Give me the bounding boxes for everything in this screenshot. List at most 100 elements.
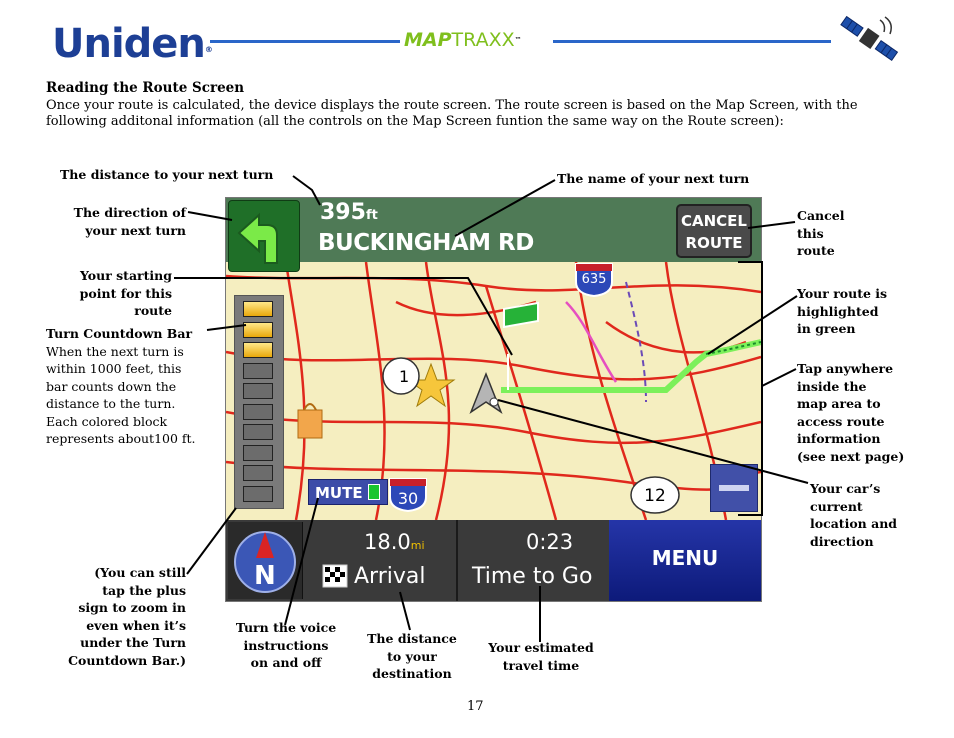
- label-tap-anywhere: Tap anywhere inside the map area to acce…: [797, 360, 904, 465]
- label-highlight-line1: Your route is: [797, 286, 888, 301]
- label-direction-line1: The direction of: [73, 205, 186, 220]
- distance-destination-panel[interactable]: 18.0mi Arrival: [306, 520, 458, 601]
- label-voice-line2: instructions: [243, 637, 329, 653]
- label-zoom-line6: Countdown Bar.): [68, 652, 186, 668]
- label-tap-line6: (see next page): [797, 448, 905, 464]
- label-dest-line2: to your: [387, 648, 437, 664]
- label-direction-next-turn: The direction of your next turn: [40, 204, 186, 239]
- route-12-marker: [630, 476, 680, 514]
- label-countdown-desc5: Each colored block: [46, 413, 168, 429]
- label-tap-line5: information: [797, 431, 881, 446]
- compass-button[interactable]: N: [228, 522, 303, 599]
- turn-left-arrow-icon: [237, 212, 278, 264]
- time-value: 0:23: [526, 530, 574, 554]
- checkered-flag-icon: [322, 564, 348, 588]
- section-intro: Once your route is calculated, the devic…: [46, 98, 858, 129]
- label-voice-line3: on and off: [250, 655, 322, 670]
- route-12-label: 12: [644, 486, 666, 506]
- label-countdown-desc2: within 1000 feet, this: [46, 361, 182, 376]
- section-heading: Reading the Route Screen: [46, 80, 245, 96]
- uniden-logo: Uniden®: [52, 21, 213, 67]
- label-zoom-line5: under the Turn: [80, 635, 186, 650]
- countdown-block-off: [243, 485, 273, 502]
- label-car-line4: direction: [810, 533, 874, 549]
- header-rule-left: [210, 40, 400, 43]
- mute-indicator-icon: [367, 483, 380, 500]
- car-arrow-icon: [469, 371, 503, 414]
- label-direction-line2: your next turn: [85, 222, 186, 238]
- time-to-go-panel[interactable]: 0:23 Time to Go: [458, 520, 608, 601]
- label-cancel-line3: route: [797, 243, 835, 258]
- distance-value: 395: [320, 200, 366, 225]
- countdown-block-off: [243, 444, 273, 461]
- label-tap-line1: Tap anywhere: [797, 361, 894, 376]
- label-countdown-desc1: When the next turn is: [46, 343, 184, 359]
- distance-unit: ft: [365, 208, 378, 223]
- maptraxx-trademark: ™: [514, 36, 522, 44]
- label-dest-line3: destination: [372, 666, 452, 681]
- interstate-635-label: 635: [581, 272, 607, 287]
- label-distance-next-turn: The distance to your next turn: [60, 167, 274, 182]
- shopping-bag-icon: [297, 403, 323, 439]
- label-highlight-line3: in green: [797, 321, 856, 336]
- label-car-location: Your car’s current location and directio…: [810, 480, 897, 550]
- turn-info-bar: [226, 198, 761, 262]
- satellite-icon: [840, 15, 899, 61]
- dest-caption: Arrival: [354, 564, 426, 589]
- label-zoom-line3: sign to zoom in: [78, 600, 186, 615]
- svg-text:N: N: [254, 561, 276, 591]
- mute-button[interactable]: MUTE: [308, 479, 388, 505]
- countdown-block-off: [243, 362, 273, 379]
- countdown-block-lit: [243, 321, 273, 338]
- label-cancel-line1: Cancel: [797, 208, 845, 223]
- turn-countdown-bar: [234, 295, 284, 509]
- interstate-635-shield: 635: [574, 262, 614, 298]
- svg-text:1: 1: [399, 367, 409, 386]
- dest-unit: mi: [410, 539, 425, 552]
- label-zoom-line4: even when it’s: [86, 617, 186, 633]
- label-voice-instructions: Turn the voice instructions on and off: [226, 619, 346, 672]
- label-voice-line1: Turn the voice: [235, 620, 337, 635]
- cancel-route-line1: CANCEL: [681, 212, 747, 230]
- label-start-line1: Your starting: [79, 268, 172, 283]
- label-cancel-route: Cancel this route: [797, 207, 844, 260]
- interstate-30-shield: 30: [388, 477, 428, 513]
- countdown-block-lit: [243, 301, 273, 317]
- start-flag-icon: [503, 301, 539, 390]
- route-status-bar: N 18.0mi Arrival 0:23 Time to Go MENU: [226, 520, 761, 601]
- turn-direction-button[interactable]: [228, 200, 300, 272]
- label-name-next-turn: The name of your next turn: [557, 171, 750, 186]
- label-highlight-line2: highlighted: [797, 303, 879, 319]
- brand-name: Uniden: [52, 21, 206, 67]
- countdown-block-lit: [243, 342, 273, 358]
- label-start-line2: point for this: [79, 285, 172, 301]
- label-zoom-line1: (You can still: [94, 565, 186, 580]
- label-countdown: Turn Countdown Bar When the next turn is…: [46, 325, 196, 448]
- label-starting-point: Your starting point for this route: [40, 267, 172, 320]
- route-screen[interactable]: 1 12 635 30 395ft BUCKINGHAM RD CANCEL R…: [225, 197, 762, 602]
- zoom-out-button[interactable]: [710, 464, 758, 512]
- countdown-block-off: [243, 424, 273, 440]
- label-cancel-line2: this: [797, 225, 824, 241]
- countdown-block-off: [243, 403, 273, 420]
- label-tap-line3: map area to: [797, 396, 881, 411]
- label-dest-line1: The distance: [367, 631, 457, 646]
- label-car-line2: current: [810, 498, 863, 514]
- label-tap-line2: inside the: [797, 378, 867, 394]
- label-countdown-desc4: distance to the turn.: [46, 396, 176, 411]
- mute-label: MUTE: [315, 484, 363, 502]
- next-street-name: BUCKINGHAM RD: [318, 230, 534, 256]
- cancel-route-button[interactable]: CANCEL ROUTE: [676, 204, 752, 258]
- brand-registered-mark: ®: [204, 45, 213, 54]
- menu-button[interactable]: MENU: [609, 520, 761, 601]
- label-zoom-line2: tap the plus: [102, 582, 186, 598]
- countdown-block-off: [243, 465, 273, 481]
- page-number: 17: [467, 699, 484, 714]
- maptraxx-logo: MAPTRAXX™: [404, 29, 522, 51]
- label-car-line3: location and: [810, 516, 898, 531]
- dest-distance: 18.0mi: [364, 530, 425, 554]
- label-countdown-desc3: bar counts down the: [46, 378, 177, 394]
- interstate-30-label: 30: [397, 489, 419, 508]
- dest-value: 18.0: [364, 530, 411, 554]
